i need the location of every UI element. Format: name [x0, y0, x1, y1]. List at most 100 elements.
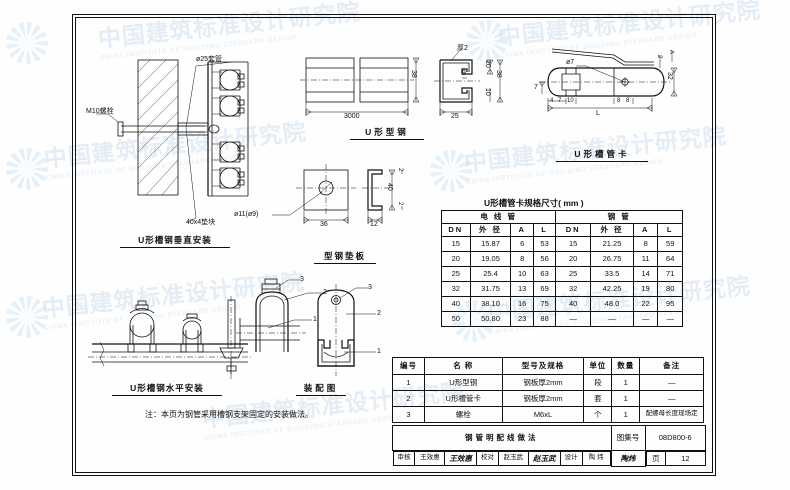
- spec-table: 电 线 管 钢 管 DN 外 径 A L DN 外 径 A L 15 15.87…: [440, 210, 683, 327]
- title-block: 钢管明配线做法 图集号 08D800-6 审核 王效惠 王效惠 校对 赵玉武 赵…: [392, 425, 706, 467]
- spec-group-header-conduit: 电 线 管: [440, 210, 557, 224]
- bom-col-remark: 备注: [639, 357, 704, 375]
- caption-u-channel: U形型钢: [350, 126, 424, 140]
- spec-col-l-2: L: [657, 223, 683, 237]
- cell: 95: [657, 296, 683, 312]
- cell: 42.25: [590, 281, 634, 297]
- cell: 8: [510, 251, 534, 267]
- cell: 59: [657, 236, 683, 252]
- assembly-callout-3: 3: [300, 276, 304, 283]
- cell: 20: [555, 251, 592, 267]
- assembly-callout-3b: 3: [368, 284, 372, 291]
- table-row: 2 U形槽管卡 钢板厚2mm 套 1 —: [392, 390, 704, 407]
- cell: —: [639, 390, 704, 407]
- dim-clamp-t: 7: [534, 84, 538, 91]
- cell: U形槽管卡: [423, 390, 503, 407]
- cell: 段: [583, 374, 613, 391]
- cell: 88: [532, 311, 557, 327]
- atlas-no-label: 图集号: [610, 425, 646, 451]
- cell: 套: [583, 390, 613, 407]
- role-signature-design: 陶炜: [610, 450, 646, 467]
- cell: 19: [632, 281, 659, 297]
- cell: 3: [392, 406, 425, 423]
- cell: 个: [583, 406, 613, 423]
- dim-clamp-b1: 8: [617, 98, 621, 104]
- bom-col-no: 编号: [392, 357, 425, 375]
- dim-clamp-thickness: 2: [656, 55, 662, 59]
- cell: 63: [532, 266, 557, 282]
- drawing-frame: [72, 14, 716, 476]
- dim-plate-height: 40: [386, 183, 393, 191]
- cell: 71: [657, 266, 683, 282]
- label-bolt: M10螺栓: [86, 108, 114, 115]
- table-row: 1 U形型钢 钢板厚2mm 段 1 —: [392, 374, 704, 391]
- cell: 80: [657, 281, 683, 297]
- cell: 1: [611, 406, 641, 423]
- cell: 15: [555, 236, 592, 252]
- dim-plate-depth: 12: [370, 221, 378, 228]
- dim-clamp-a2: 7: [558, 98, 562, 104]
- dim-plate-t-top: 2: [397, 168, 403, 172]
- caption-u-clamp: U形槽管卡: [556, 148, 648, 162]
- spec-col-dn-2: DN: [555, 223, 592, 237]
- label-sleeve: ø25套管: [196, 56, 223, 63]
- drawing-title: 钢管明配线做法: [392, 425, 612, 451]
- cell: 6: [510, 236, 534, 252]
- cell: 75: [532, 296, 557, 312]
- role-label-check: 校对: [476, 451, 499, 466]
- caption-horizontal-mount: U形槽钢水平安装: [112, 382, 222, 396]
- cell: 19.05: [469, 251, 512, 267]
- dim-channel-height2: 38: [495, 70, 502, 78]
- assembly-callout-2b: 2: [377, 310, 381, 317]
- dim-clamp-height: 32: [666, 72, 673, 80]
- cell: 15.87: [469, 236, 512, 252]
- dim-channel-lip-top: 10: [484, 60, 491, 68]
- bom-body: 1 U形型钢 钢板厚2mm 段 1 — 2 U形槽管卡 钢板厚2mm 套 1 —…: [392, 374, 704, 423]
- dim-clamp-a3: 10: [567, 98, 574, 104]
- cell: 32: [555, 281, 592, 297]
- cell: M6xL: [501, 406, 585, 423]
- cell: —: [632, 311, 659, 327]
- spec-group-header-steelpipe: 钢 管: [555, 210, 683, 224]
- table-row: 50 50.80 23 88 — — — —: [441, 311, 683, 327]
- role-name-review: 王效惠: [414, 451, 446, 466]
- dim-channel-lip-bottom: 10: [484, 88, 491, 96]
- table-row: 40 38.10 16 75 40 48.0 22 95: [441, 296, 683, 312]
- role-signature-review: 王效惠: [444, 451, 478, 466]
- role-name-check: 赵玉武: [498, 451, 529, 466]
- assembly-callout-1b: 1: [377, 348, 381, 355]
- cell: 23: [510, 311, 534, 327]
- spec-col-od-2: 外 径: [590, 223, 634, 237]
- cell: —: [590, 311, 634, 327]
- cell: 25: [555, 266, 592, 282]
- cell: 13: [510, 281, 534, 297]
- cell: 2: [392, 390, 425, 407]
- table-row: 15 15.87 6 53 15 21.25 8 59: [441, 236, 683, 252]
- cell: 53: [532, 236, 557, 252]
- cell: 40: [555, 296, 592, 312]
- cell: 64: [657, 251, 683, 267]
- cell: 26.75: [590, 251, 634, 267]
- cell: 21.25: [590, 236, 634, 252]
- title-block-signature-row: 审核 王效惠 王效惠 校对 赵玉武 赵玉武 设计 陶 炜 陶炜: [392, 450, 706, 467]
- spec-col-dn-1: DN: [441, 223, 471, 237]
- bom-header-row: 编号 名 称 型号及规格 单位 数量 备注: [392, 357, 704, 375]
- cell: 螺栓: [423, 406, 503, 423]
- dim-plate-t-bottom: 2: [397, 202, 403, 206]
- cell: 钢板厚2mm: [501, 390, 585, 407]
- cell: 20: [441, 251, 471, 267]
- dim-clamp-b2: 8: [626, 98, 630, 104]
- cell: —: [657, 311, 683, 327]
- cell: 1: [611, 390, 641, 407]
- cell: 钢板厚2mm: [501, 374, 585, 391]
- cell: —: [639, 374, 704, 391]
- bom-col-spec: 型号及规格: [501, 357, 585, 375]
- role-signature-check: 赵玉武: [527, 451, 561, 466]
- page-number: 12: [665, 451, 706, 466]
- cell: 11: [632, 251, 659, 267]
- table-row: 3 螺栓 M6xL 个 1 配螺母长度现场定: [392, 406, 704, 423]
- dim-clamp-length: L: [596, 110, 600, 117]
- spec-table-body: 15 15.87 6 53 15 21.25 8 59 20 19.05 8 5…: [441, 236, 683, 327]
- dim-clamp-hole: ø7: [566, 59, 575, 66]
